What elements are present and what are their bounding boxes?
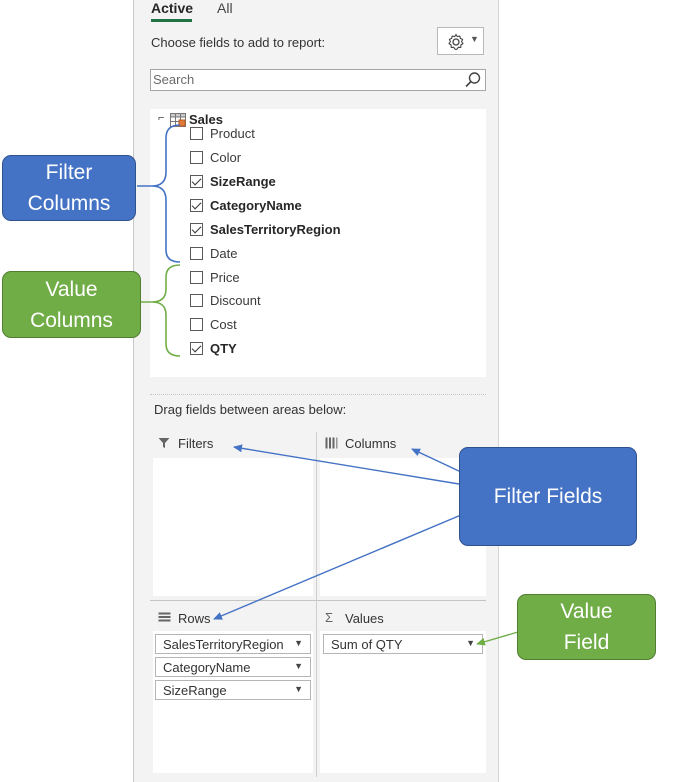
filters-drop-zone[interactable] xyxy=(153,458,313,596)
pill-label: CategoryName xyxy=(163,660,251,675)
search-placeholder: Search xyxy=(153,72,195,87)
table-name: Sales xyxy=(189,112,223,127)
checkbox-checked[interactable] xyxy=(190,199,203,212)
callout-text: Filter Fields xyxy=(493,485,603,508)
callout-text: Value Field xyxy=(560,600,613,654)
drag-hint-text: Drag fields between areas below: xyxy=(154,402,347,417)
field-list: ⌐ Sales Product Color SizeRange C xyxy=(150,109,486,377)
rows-label: Rows xyxy=(178,611,211,626)
section-divider[interactable] xyxy=(150,394,486,395)
field-label: Color xyxy=(210,150,242,165)
field-label: Product xyxy=(210,126,255,141)
checkbox[interactable] xyxy=(190,294,203,307)
search-icon[interactable] xyxy=(464,71,482,89)
checkbox[interactable] xyxy=(190,127,203,140)
areas-vertical-divider xyxy=(316,432,317,777)
choose-fields-label: Choose fields to add to report: xyxy=(151,35,326,50)
collapse-icon[interactable]: ⌐ xyxy=(158,112,165,124)
search-input[interactable]: Search xyxy=(150,69,486,91)
checkbox-checked[interactable] xyxy=(190,223,203,236)
rows-icon xyxy=(158,612,171,622)
field-list-settings-button[interactable]: ▼ xyxy=(437,27,484,55)
filter-columns-callout: Filter Columns xyxy=(2,155,136,221)
values-drop-zone[interactable]: Sum of QTY ▼ xyxy=(320,631,486,773)
table-icon xyxy=(170,113,186,127)
columns-icon xyxy=(325,437,338,449)
callout-text: Filter Columns xyxy=(27,161,111,215)
rows-field-categoryname[interactable]: CategoryName ▼ xyxy=(155,657,311,677)
gear-icon xyxy=(448,33,464,50)
value-columns-callout: Value Columns xyxy=(2,271,141,338)
tab-all[interactable]: All xyxy=(217,0,233,16)
filter-icon xyxy=(158,438,170,448)
rows-drop-zone[interactable]: SalesTerritoryRegion ▼ CategoryName ▼ Si… xyxy=(153,631,313,773)
field-label: CategoryName xyxy=(210,198,302,213)
sigma-icon: Σ xyxy=(325,610,334,625)
field-label: Cost xyxy=(210,317,237,332)
columns-label: Columns xyxy=(345,436,397,451)
checkbox[interactable] xyxy=(190,318,203,331)
field-label: Date xyxy=(210,246,238,261)
areas-divider xyxy=(150,600,486,601)
field-label: Price xyxy=(210,270,240,285)
chevron-down-icon: ▼ xyxy=(470,34,479,44)
chevron-down-icon[interactable]: ▼ xyxy=(294,661,303,671)
field-label: SizeRange xyxy=(210,174,276,189)
field-label: QTY xyxy=(210,341,237,356)
values-field-sum-of-qty[interactable]: Sum of QTY ▼ xyxy=(323,634,483,654)
values-label: Values xyxy=(345,611,384,626)
active-tab-indicator xyxy=(151,19,192,22)
chevron-down-icon[interactable]: ▼ xyxy=(294,638,303,648)
rows-field-salesterritoryregion[interactable]: SalesTerritoryRegion ▼ xyxy=(155,634,311,654)
tab-active[interactable]: Active xyxy=(151,0,194,16)
chevron-down-icon[interactable]: ▼ xyxy=(294,684,303,694)
chevron-down-icon[interactable]: ▼ xyxy=(466,638,475,648)
checkbox[interactable] xyxy=(190,271,203,284)
pill-label: SalesTerritoryRegion xyxy=(163,637,284,652)
field-label: SalesTerritoryRegion xyxy=(210,222,341,237)
checkbox-checked[interactable] xyxy=(190,175,203,188)
rows-field-sizerange[interactable]: SizeRange ▼ xyxy=(155,680,311,700)
pill-label: SizeRange xyxy=(163,683,227,698)
pill-label: Sum of QTY xyxy=(331,637,403,652)
checkbox[interactable] xyxy=(190,247,203,260)
checkbox-checked[interactable] xyxy=(190,342,203,355)
pivot-field-list-pane: Active All Choose fields to add to repor… xyxy=(133,0,499,782)
filter-fields-callout: Filter Fields xyxy=(459,447,637,546)
checkbox[interactable] xyxy=(190,151,203,164)
filters-label: Filters xyxy=(178,436,214,451)
field-label: Discount xyxy=(210,293,261,308)
value-field-callout: Value Field xyxy=(517,594,656,660)
callout-text: Value Columns xyxy=(30,277,113,332)
